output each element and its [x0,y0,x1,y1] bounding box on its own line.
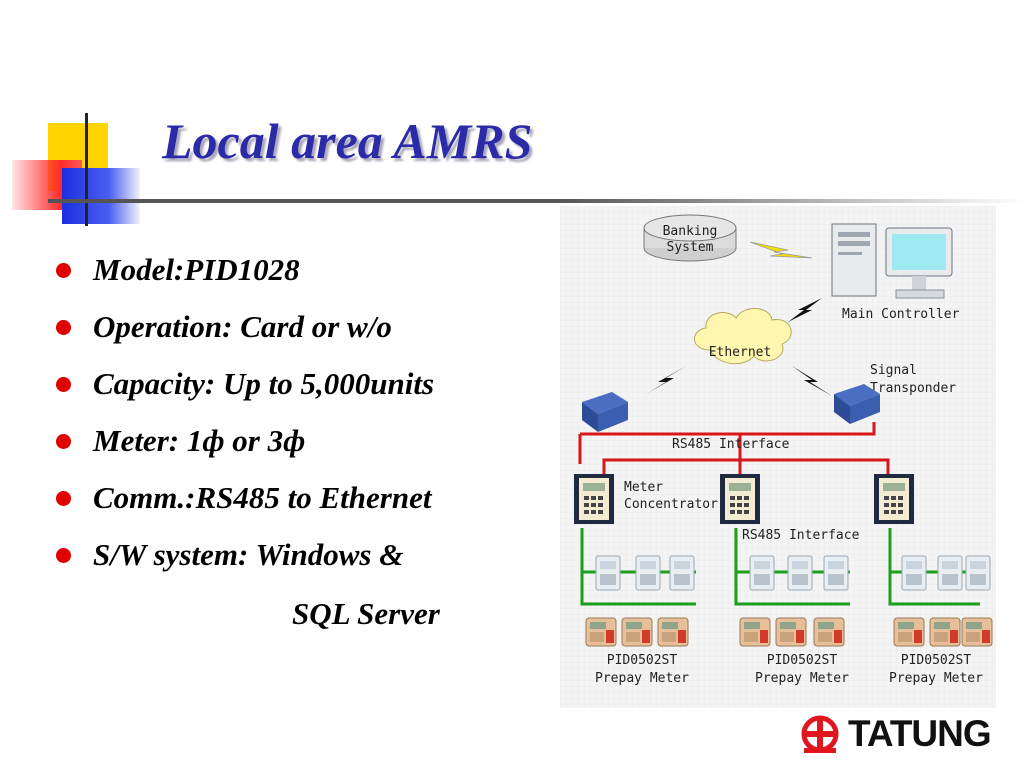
prepay-meter-label: Prepay Meter [755,671,849,686]
bullet-text: Operation: Card or w/o [93,309,392,344]
bullet-continuation: SQL Server [292,596,440,631]
prepay-model-label: PID0502ST [901,653,972,668]
bullet-list: Model:PID1028 Operation: Card or w/o Cap… [56,248,434,590]
rs485-mid-label: RS485 Interface [742,528,860,543]
title-underline-fade [560,199,1024,203]
prepay-meter-label: Prepay Meter [595,671,689,686]
bullet-text: Comm.:RS485 to Ethernet [93,480,432,515]
bullet-text: Model:PID1028 [93,252,300,287]
meter-concentrator-label-line2: Concentrator [624,497,718,512]
title-accent-vertical-line [85,113,88,226]
meter-concentrator-label-line1: Meter [624,480,663,495]
banking-label-line2: System [667,240,714,255]
ethernet-label: Ethernet [709,345,772,360]
tatung-logo: TATUNG [800,712,1000,756]
bullet-item: Model:PID1028 [56,248,434,305]
banking-system-node: Banking System [643,214,737,262]
main-controller-label: Main Controller [842,307,960,322]
bullet-text: Meter: 1ф or 3ф [93,423,306,458]
banking-label-line1: Banking [663,224,718,239]
prepay-model-label: PID0502ST [767,653,838,668]
rs485-top-label: RS485 Interface [672,437,790,452]
bullet-dot-icon [56,434,71,449]
tatung-logo-text: TATUNG [848,713,992,754]
ethernet-cloud-node: Ethernet [694,308,792,365]
bullet-item: Capacity: Up to 5,000units [56,362,434,419]
signal-label-line2: Transponder [870,381,956,396]
bullet-text: Capacity: Up to 5,000units [93,366,435,401]
network-diagram: Banking System Main Controller Ethernet [560,206,996,708]
bullet-item: Comm.:RS485 to Ethernet [56,476,434,533]
signal-label-line1: Signal [870,363,917,378]
slide-title: Local area AMRS [162,113,533,169]
prepay-group-labels: PID0502ST Prepay Meter PID0502ST Prepay … [595,653,983,686]
bullet-item: Meter: 1ф or 3ф [56,419,434,476]
bullet-item: Operation: Card or w/o [56,305,434,362]
bullet-dot-icon [56,548,71,563]
bullet-dot-icon [56,320,71,335]
bullet-dot-icon [56,491,71,506]
prepay-meter-units [585,617,993,647]
main-controller-node: Main Controller [831,223,960,322]
tatung-emblem-icon [801,715,839,753]
prepay-model-label: PID0502ST [607,653,678,668]
rs485-top-bus [578,422,890,476]
title-accent-blue [62,168,140,224]
bullet-dot-icon [56,377,71,392]
prepay-meter-label: Prepay Meter [889,671,983,686]
bullet-text: S/W system: Windows & [93,537,404,572]
bullet-dot-icon [56,263,71,278]
title-underline [48,199,608,203]
wireless-link-icon [646,241,832,396]
bullet-item: S/W system: Windows & [56,533,434,590]
signal-transponder-node: Signal Transponder [582,363,956,432]
